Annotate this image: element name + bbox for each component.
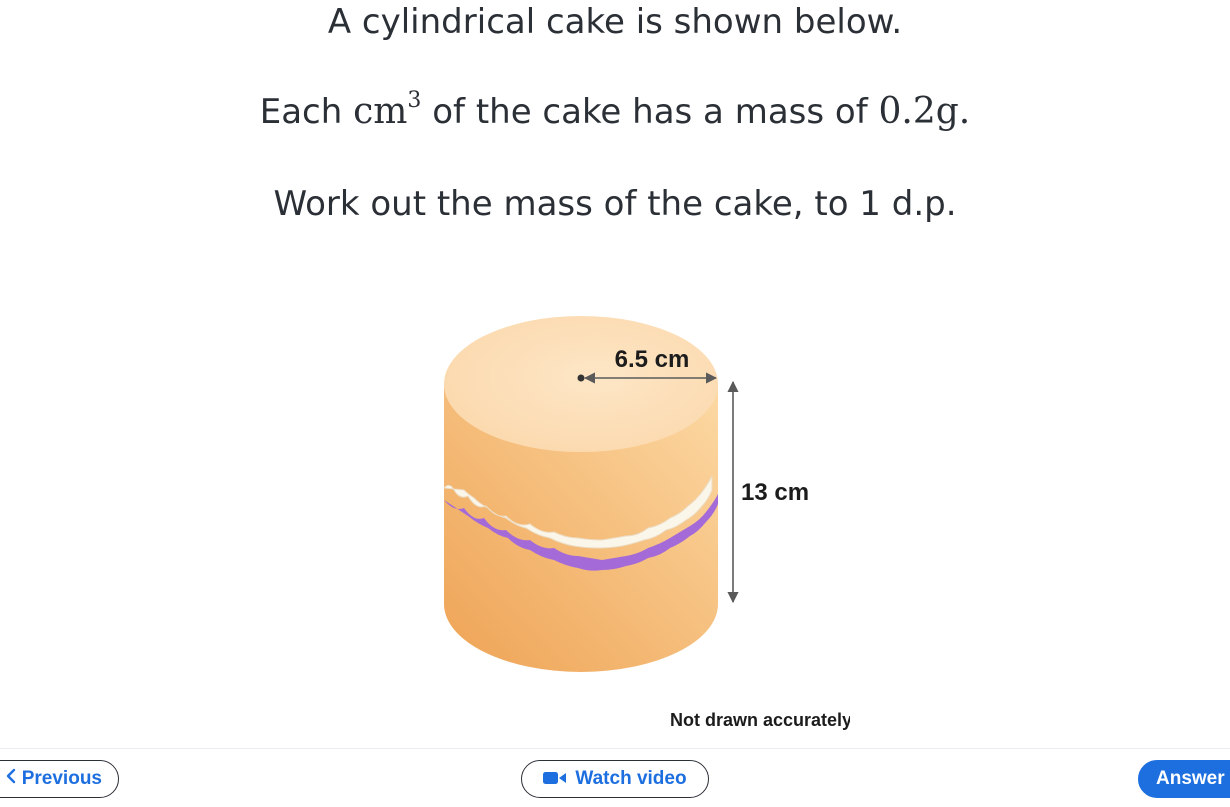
- unit-exponent: 3: [407, 88, 422, 113]
- mass-unit: g.: [935, 91, 971, 132]
- video-camera-icon: [543, 769, 567, 791]
- height-label: 13 cm: [741, 479, 809, 506]
- question-mass-text: of the cake has a mass of: [432, 92, 868, 132]
- answer-label: Answer: [1156, 768, 1225, 789]
- question-each: Each: [259, 92, 343, 132]
- answer-button[interactable]: Answer: [1138, 760, 1230, 798]
- radius-label: 6.5 cm: [615, 346, 690, 373]
- watch-video-label: Watch video: [575, 768, 687, 789]
- mass-value: 0.2: [878, 91, 936, 132]
- question-intro: A cylindrical cake is shown below.: [327, 2, 903, 42]
- footer-divider: [0, 748, 1230, 749]
- unit-cm-cubed: cm3: [353, 88, 422, 132]
- chevron-left-icon: [6, 768, 16, 790]
- question-line-1: A cylindrical cake is shown below.: [0, 2, 1230, 42]
- question-task: Work out the mass of the cake, to 1 d.p.: [273, 184, 957, 224]
- cake-cylinder: [442, 316, 718, 672]
- watch-video-button[interactable]: Watch video: [521, 760, 709, 798]
- not-drawn-note: Not drawn accurately: [670, 710, 850, 730]
- cake-top: [444, 316, 718, 452]
- radius-arrow-icon: [577, 372, 718, 384]
- cake-side: [444, 384, 718, 672]
- jam-layer: [444, 494, 718, 571]
- previous-button[interactable]: Previous: [0, 760, 119, 798]
- question-line-3: Work out the mass of the cake, to 1 d.p.: [0, 184, 1230, 224]
- cake-diagram: 6.5 cm 13 cm Not drawn accurately: [442, 316, 850, 730]
- cream-layer: [442, 475, 713, 549]
- unit-cm: cm: [353, 91, 408, 132]
- question-line-2: Each cm3 of the cake has a mass of 0.2g.: [0, 88, 1230, 133]
- previous-label: Previous: [21, 768, 102, 789]
